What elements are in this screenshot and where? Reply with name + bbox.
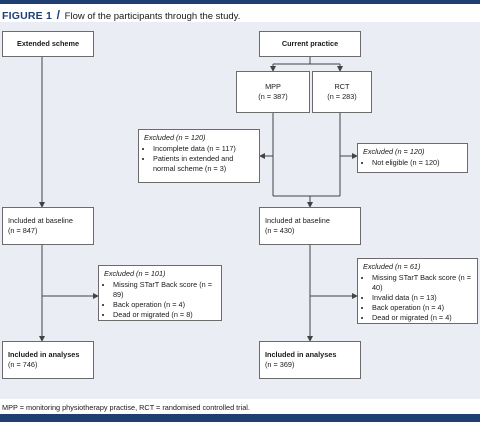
figure-label: FIGURE 1 <box>2 10 53 22</box>
box-extended-scheme: Extended scheme <box>2 31 94 57</box>
box-baseline-right: Included at baseline (n = 430) <box>259 207 361 245</box>
list-item: Patients in extended and normal scheme (… <box>153 154 254 174</box>
excluded-left-list: Missing STarT Back score (n = 89) Back o… <box>104 280 216 320</box>
excluded-mpp-heading: Excluded (n = 120) <box>144 133 206 142</box>
box-excluded-right: Excluded (n = 61) Missing STarT Back sco… <box>357 258 478 324</box>
extended-scheme-label: Extended scheme <box>16 39 80 48</box>
box-excluded-rct: Excluded (n = 120) Not eligible (n = 120… <box>357 143 468 173</box>
box-baseline-left: Included at baseline (n = 847) <box>2 207 94 245</box>
excluded-right-list: Missing STarT Back score (n = 40) Invali… <box>363 273 472 323</box>
analyses-right-title: Included in analyses <box>265 350 337 359</box>
list-item: Missing STarT Back score (n = 40) <box>372 273 472 293</box>
list-item: Invalid data (n = 13) <box>372 293 472 303</box>
baseline-left-count: (n = 847) <box>8 226 38 235</box>
top-accent-bar <box>0 0 480 4</box>
excluded-right-heading: Excluded (n = 61) <box>363 262 421 271</box>
box-current-practice: Current practice <box>259 31 361 57</box>
list-item: Back operation (n = 4) <box>372 303 472 313</box>
rct-name: RCT <box>334 82 350 91</box>
list-item: Dead or migrated (n = 8) <box>113 310 216 320</box>
figure-separator: / <box>56 8 61 22</box>
baseline-right-title: Included at baseline <box>265 216 330 225</box>
baseline-right-count: (n = 430) <box>265 226 295 235</box>
analyses-right-count: (n = 369) <box>265 360 295 369</box>
baseline-left-title: Included at baseline <box>8 216 73 225</box>
list-item: Missing STarT Back score (n = 89) <box>113 280 216 300</box>
current-practice-label: Current practice <box>281 39 339 48</box>
excluded-left-heading: Excluded (n = 101) <box>104 269 166 278</box>
analyses-left-count: (n = 746) <box>8 360 38 369</box>
rct-count: (n = 283) <box>327 92 357 101</box>
list-item: Not eligible (n = 120) <box>372 158 462 168</box>
box-rct: RCT (n = 283) <box>312 71 372 113</box>
box-excluded-left: Excluded (n = 101) Missing STarT Back sc… <box>98 265 222 321</box>
figure-title: Flow of the participants through the stu… <box>64 11 241 22</box>
list-item: Incomplete data (n = 117) <box>153 144 254 154</box>
abbreviation-footnote: MPP = monitoring physiotherapy practise,… <box>2 403 250 412</box>
analyses-left-title: Included in analyses <box>8 350 80 359</box>
excluded-rct-heading: Excluded (n = 120) <box>363 147 425 156</box>
box-analyses-left: Included in analyses (n = 746) <box>2 341 94 379</box>
list-item: Dead or migrated (n = 4) <box>372 313 472 323</box>
box-mpp: MPP (n = 387) <box>236 71 310 113</box>
bottom-accent-bar <box>0 414 480 422</box>
box-analyses-right: Included in analyses (n = 369) <box>259 341 361 379</box>
mpp-name: MPP <box>265 82 281 91</box>
mpp-count: (n = 387) <box>258 92 288 101</box>
excluded-mpp-list: Incomplete data (n = 117) Patients in ex… <box>144 144 254 174</box>
figure-caption: FIGURE 1 / Flow of the participants thro… <box>2 8 240 22</box>
box-excluded-mpp: Excluded (n = 120) Incomplete data (n = … <box>138 129 260 183</box>
list-item: Back operation (n = 4) <box>113 300 216 310</box>
excluded-rct-list: Not eligible (n = 120) <box>363 158 462 168</box>
